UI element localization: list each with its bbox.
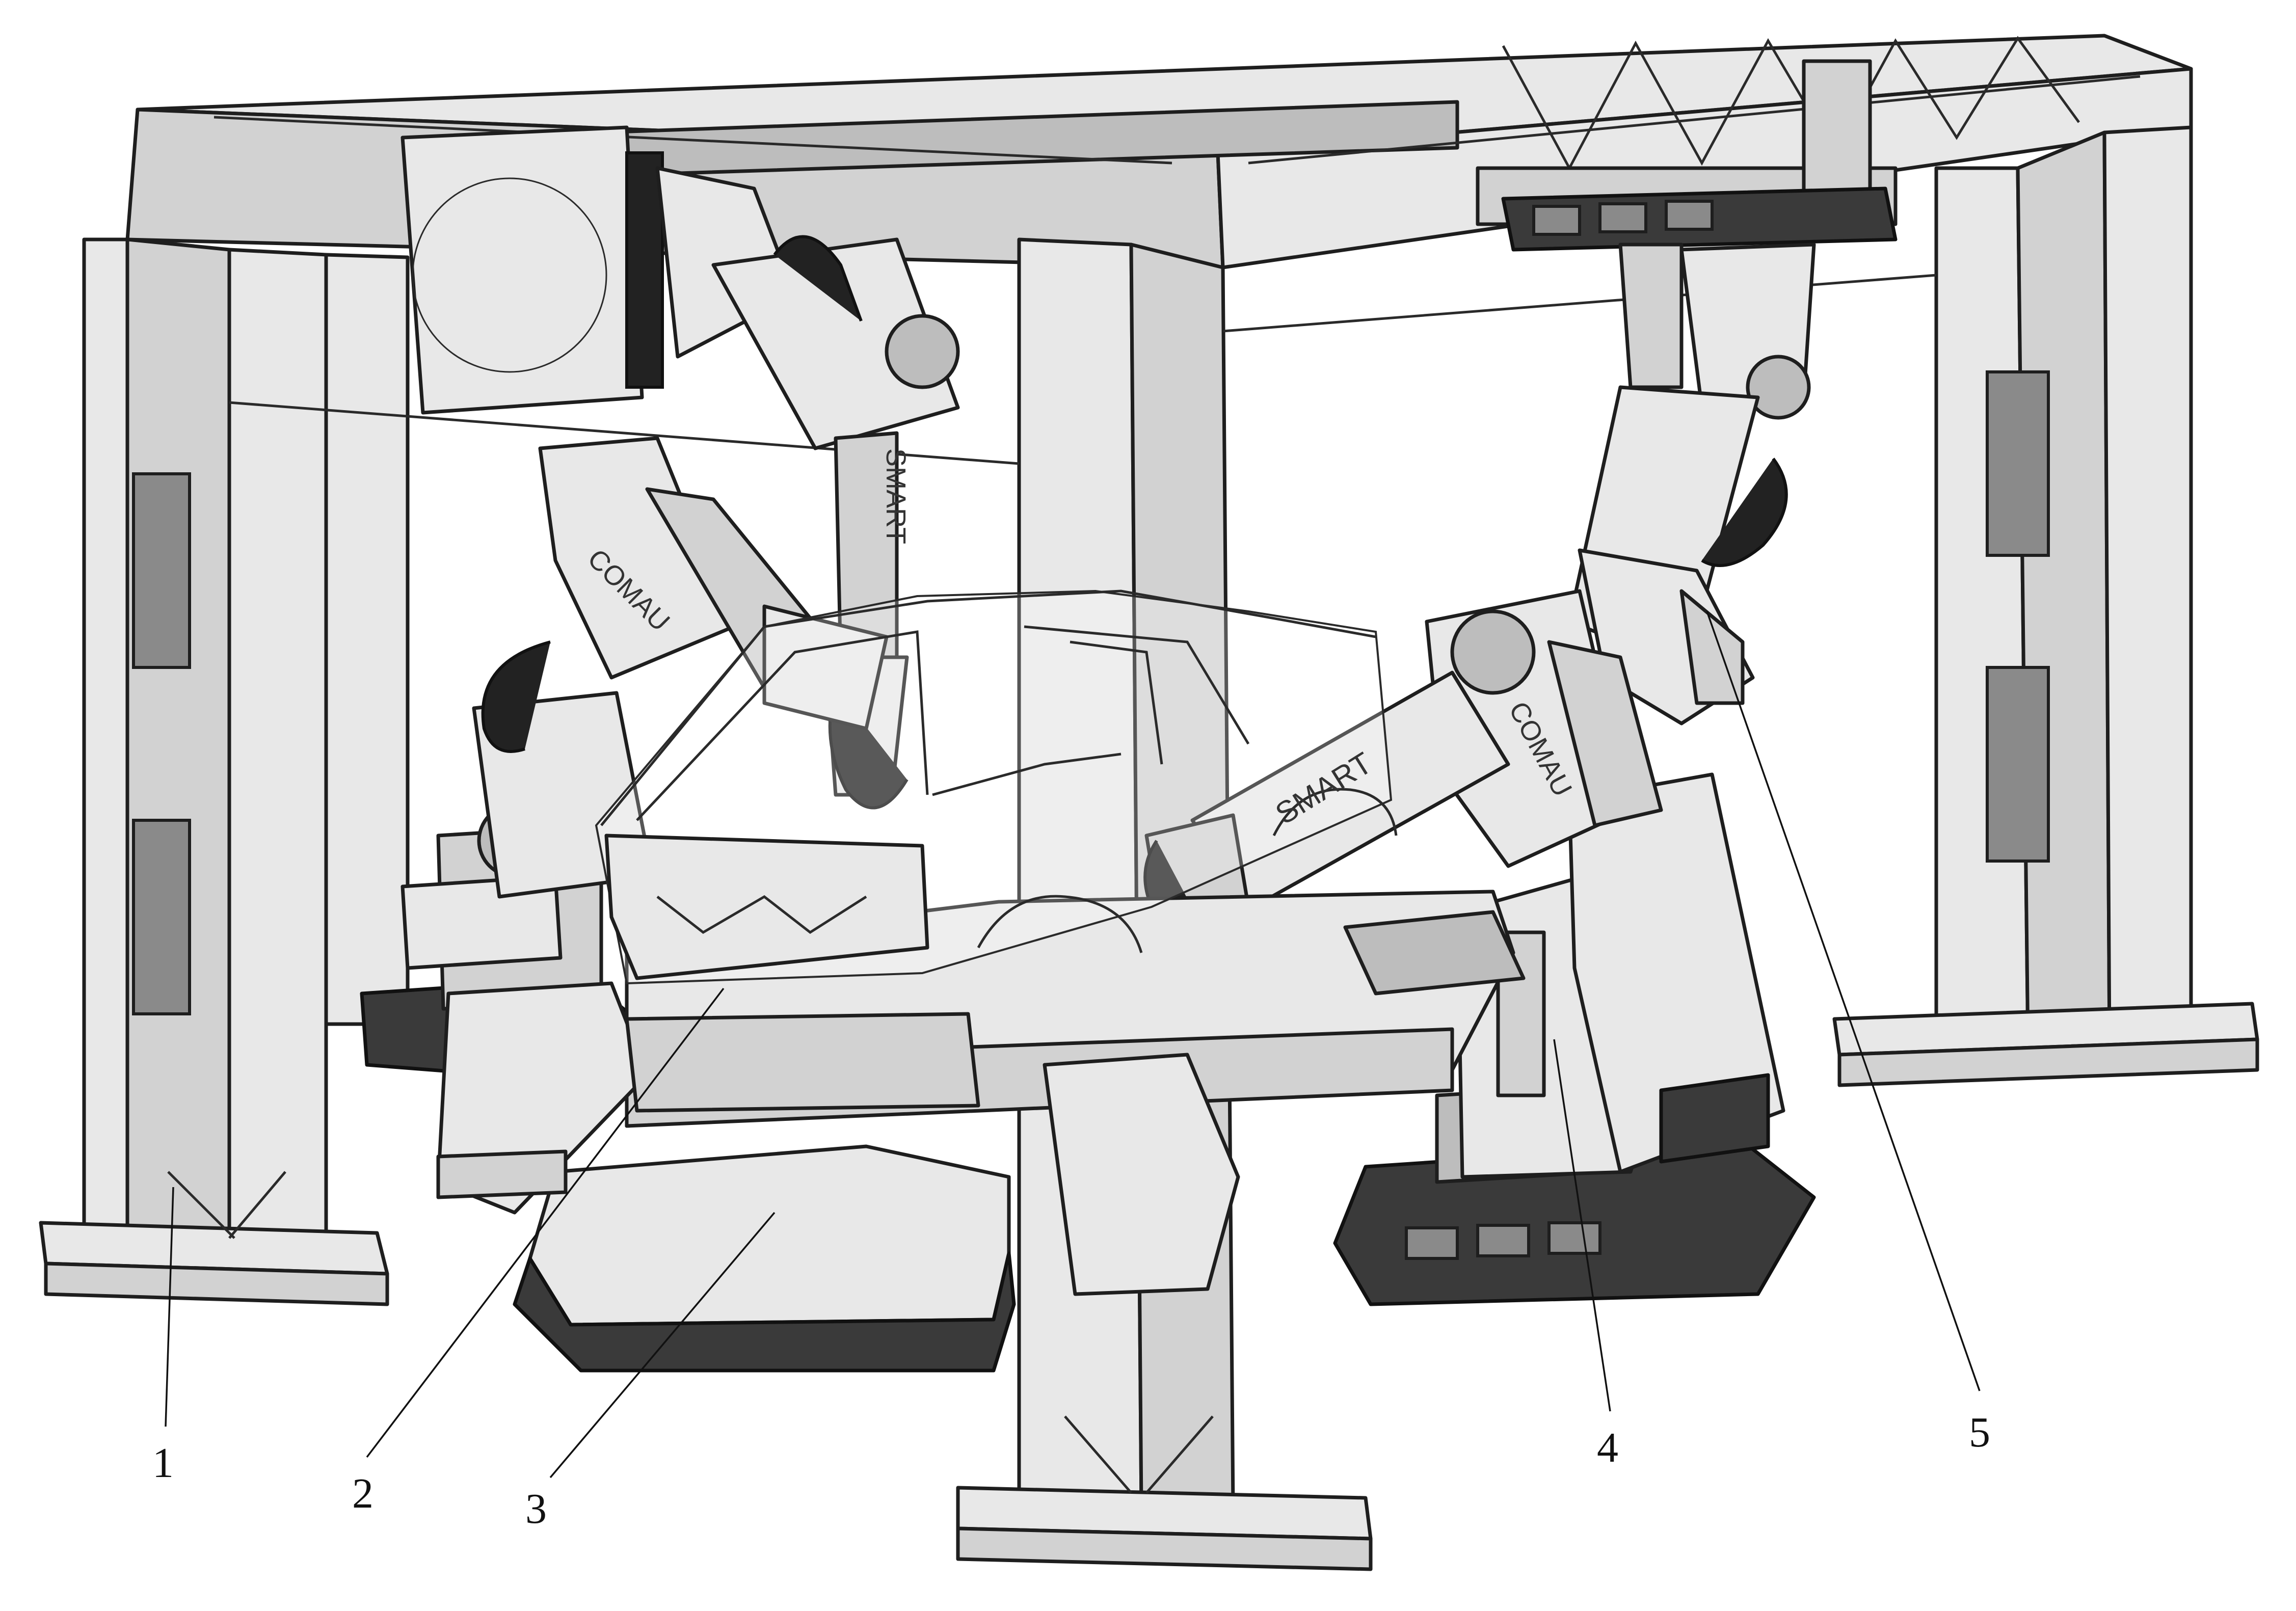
leader-line-3 (549, 1212, 776, 1479)
leader-line-1 (165, 1187, 174, 1427)
leader-line-5 (1706, 611, 1981, 1391)
leader-line-2 (366, 987, 725, 1458)
leader-line-4 (1553, 1039, 1611, 1412)
callout-5: 5 (1969, 1409, 1990, 1456)
overhead-robot-right (1501, 186, 1898, 726)
callout-4: 4 (1597, 1424, 1618, 1471)
leader-lines (165, 611, 1981, 1479)
callout-1: 1 (152, 1439, 174, 1487)
callout-3: 3 (525, 1485, 547, 1533)
car-body (595, 589, 1398, 1113)
callout-2: 2 (352, 1470, 373, 1517)
floor-robot-right (1143, 589, 1816, 1306)
